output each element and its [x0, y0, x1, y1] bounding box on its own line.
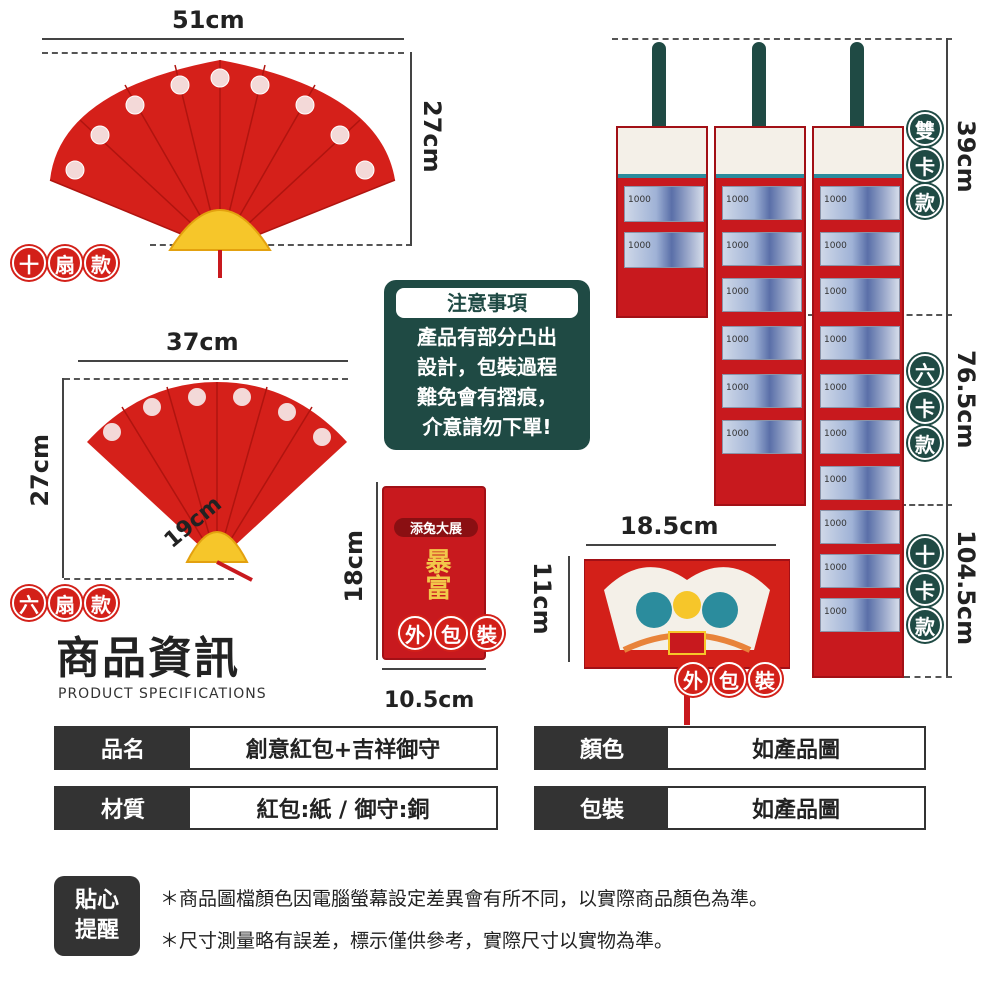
hanging-bottom-guide: [904, 676, 952, 678]
bill: 1000: [820, 186, 900, 220]
lion-env-width-label: 18.5cm: [620, 512, 719, 540]
bill: 1000: [820, 326, 900, 360]
six-fan-top-guide: [64, 378, 348, 380]
bill: 1000: [820, 554, 900, 588]
spec-key: 品名: [56, 728, 190, 768]
hanging-stick: [850, 42, 864, 138]
notice-box: 注意事項 產品有部分凸出 設計，包裝過程 難免會有摺痕， 介意請勿下單!: [384, 280, 590, 450]
bill: 1000: [820, 278, 900, 312]
spec-key: 材質: [56, 788, 190, 828]
hanging-top-guide: [612, 38, 952, 40]
spec-value: 紅包:紙 / 御守:銅: [190, 788, 496, 828]
small-env-height-label: 18cm: [340, 530, 368, 603]
bill: 1000: [820, 420, 900, 454]
section-subtitle: PRODUCT SPECIFICATIONS: [58, 686, 267, 702]
small-env-print-top: 添兔大展: [394, 518, 478, 537]
reminder-line: ＊尺寸測量略有誤差，標示僅供參考，實際尺寸以實物為準。: [160, 930, 674, 952]
lion-head-decor: [814, 128, 902, 178]
hanging-badge-six: 六 卡 款: [908, 354, 942, 462]
notice-title: 注意事項: [396, 288, 578, 318]
bill: 1000: [820, 598, 900, 632]
bill: 1000: [722, 232, 802, 266]
six-fan-badge: 六 扇 款: [12, 586, 118, 620]
lion-env-width-line: [586, 544, 776, 546]
bill: 1000: [722, 420, 802, 454]
six-fan-width-line: [78, 360, 348, 362]
six-fan-width-label: 37cm: [166, 328, 239, 356]
lion-env-height-label: 11cm: [528, 562, 556, 635]
hanging-length-double: 39cm: [952, 120, 980, 193]
bill: 1000: [722, 326, 802, 360]
spec-value: 如產品圖: [668, 728, 924, 768]
small-env-badge: 外 包 裝: [398, 616, 504, 650]
small-env-width-label: 10.5cm: [384, 688, 475, 713]
ten-fan-badge: 十 扇 款: [12, 246, 118, 280]
hanging-length-line: [946, 38, 948, 676]
bill: 1000: [624, 186, 704, 222]
hanging-strip-six: 1000 1000 1000 1000 1000 1000: [714, 126, 806, 506]
spec-value: 創意紅包+吉祥御守: [190, 728, 496, 768]
ten-fan-bottom-guide: [150, 244, 412, 246]
spec-key: 包裝: [536, 788, 668, 828]
lion-head-decor: [618, 128, 706, 178]
hanging-length-six: 76.5cm: [952, 350, 980, 449]
hanging-stick: [752, 42, 766, 138]
small-env-height-line: [376, 482, 378, 660]
six-fan-bottom-guide: [64, 578, 234, 580]
ten-fan-height-label: 27cm: [418, 100, 446, 173]
reminder-label: 貼心提醒: [54, 876, 140, 956]
small-env-width-line: [382, 668, 486, 670]
hanging-length-ten: 104.5cm: [952, 530, 980, 646]
ten-fan-height-line: [410, 52, 412, 246]
bill: 1000: [820, 374, 900, 408]
lion-env-badge: 外 包 裝: [676, 662, 782, 696]
notice-line: 產品有部分凸出: [417, 325, 557, 349]
ten-fan-width-label: 51cm: [172, 6, 245, 34]
notice-line: 難免會有摺痕，: [417, 385, 557, 409]
bill: 1000: [722, 278, 802, 312]
bill: 1000: [820, 510, 900, 544]
hanging-strip-double: 1000 1000: [616, 126, 708, 318]
ten-fan-width-line: [42, 38, 404, 40]
hanging-badge-double: 雙 卡 款: [908, 112, 942, 220]
small-env-print-main: 暴富: [421, 548, 451, 600]
spec-row-name: 品名 創意紅包+吉祥御守: [54, 726, 498, 770]
section-title: 商品資訊: [56, 633, 240, 684]
spec-value: 如產品圖: [668, 788, 924, 828]
bill: 1000: [624, 232, 704, 268]
hanging-strip-ten: 1000 1000 1000 1000 1000 1000 1000 1000 …: [812, 126, 904, 678]
bill: 1000: [722, 374, 802, 408]
reminder-line: ＊商品圖檔顏色因電腦螢幕設定差異會有所不同，以實際商品顏色為準。: [160, 888, 769, 910]
notice-line: 介意請勿下單!: [422, 415, 552, 439]
hanging-stick: [652, 42, 666, 138]
bill: 1000: [820, 232, 900, 266]
six-fan-height-line: [62, 378, 64, 578]
six-fan-height-label: 27cm: [26, 434, 54, 507]
spec-row-packaging: 包裝 如產品圖: [534, 786, 926, 830]
bill: 1000: [722, 186, 802, 220]
lion-env-image: [584, 559, 790, 725]
hanging-badge-ten: 十 卡 款: [908, 536, 942, 644]
lion-env-height-line: [568, 556, 570, 662]
notice-line: 設計，包裝過程: [417, 355, 557, 379]
spec-key: 顏色: [536, 728, 668, 768]
six-fan-image: [87, 382, 347, 582]
bill: 1000: [820, 466, 900, 500]
hanging-guide-3: [900, 504, 952, 506]
lion-head-decor: [716, 128, 804, 178]
ten-fan-image: [49, 60, 396, 278]
spec-row-material: 材質 紅包:紙 / 御守:銅: [54, 786, 498, 830]
spec-row-color: 顏色 如產品圖: [534, 726, 926, 770]
ten-fan-top-guide: [42, 52, 404, 54]
